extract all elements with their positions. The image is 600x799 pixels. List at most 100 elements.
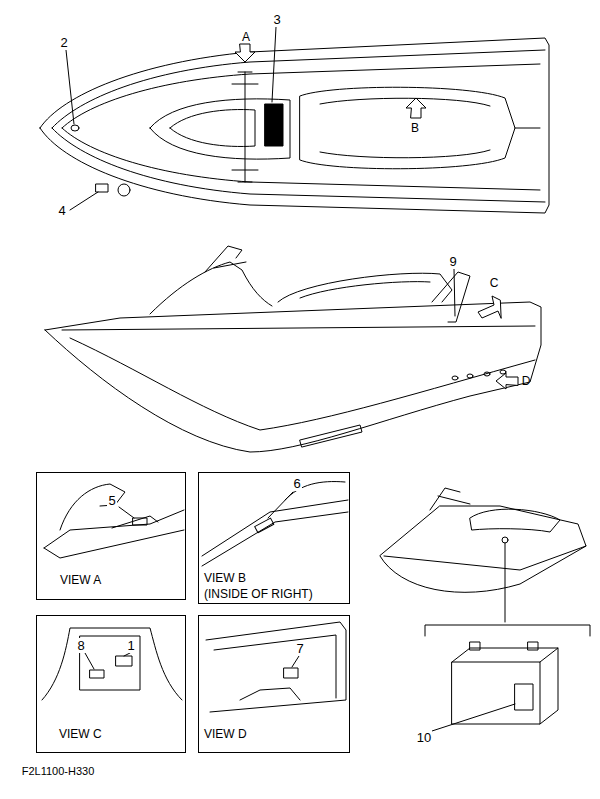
top-view-stroke (320, 98, 490, 158)
view-panel: VIEW A (36, 472, 186, 600)
perspective-view-stroke (380, 506, 586, 592)
top-view-stroke (150, 99, 290, 159)
view-c-sketch-stroke (90, 670, 104, 678)
top-view-stroke (70, 192, 98, 210)
view-arrow-letter: C (489, 276, 500, 291)
perspective-view-stroke (470, 509, 560, 532)
callout-number: 10 (416, 730, 432, 745)
view-title: VIEW C (58, 727, 103, 741)
side-view-stroke (467, 374, 473, 378)
view-a-sketch-stroke (44, 510, 184, 548)
side-view-stroke (214, 262, 246, 268)
view-a-sketch-stroke (112, 516, 158, 528)
top-view-stroke (238, 72, 252, 182)
view-c-sketch-stroke (85, 653, 94, 669)
callout-number: 9 (448, 254, 457, 269)
side-view-stroke (496, 373, 518, 389)
view-d-sketch-stroke (292, 656, 299, 667)
callout-number: 3 (272, 12, 281, 27)
battery-symbol-stroke (528, 642, 538, 650)
perspective-view-stroke (502, 537, 508, 543)
view-b-sketch-stroke (202, 500, 348, 556)
top-view-stroke (232, 84, 258, 170)
top-view-stroke (118, 184, 130, 196)
callout-number: 2 (59, 35, 68, 50)
view-c-sketch-stroke (116, 656, 132, 666)
side-view-stroke (300, 282, 430, 298)
battery-symbol-stroke (452, 648, 558, 662)
view-a-sketch-stroke (44, 530, 184, 558)
view-d-sketch-stroke (284, 668, 298, 678)
callout-number: 8 (76, 638, 85, 653)
view-title: (INSIDE OF RIGHT) (203, 587, 314, 601)
battery-symbol-stroke (470, 642, 480, 650)
side-view-stroke (452, 376, 458, 380)
battery-symbol-stroke (452, 662, 540, 724)
top-view-stroke (62, 128, 540, 190)
side-view (45, 246, 541, 452)
top-view-stroke (265, 104, 283, 146)
top-view-stroke (406, 98, 426, 118)
battery-symbol (432, 642, 558, 731)
callout-number: 1 (126, 638, 135, 653)
view-a-sketch-stroke (133, 518, 147, 525)
side-view-stroke (70, 338, 535, 430)
top-view-stroke (300, 87, 515, 169)
view-arrow-letter: B (410, 121, 420, 136)
view-b-sketch-stroke (268, 492, 293, 518)
view-c-sketch (42, 628, 182, 700)
perspective-view-stroke (384, 546, 586, 570)
perspective-view-stroke (505, 543, 506, 622)
view-title: VIEW A (59, 573, 102, 587)
side-view-stroke (300, 425, 362, 447)
view-b-sketch-stroke (255, 518, 274, 533)
battery-symbol-stroke (515, 684, 533, 710)
top-view (40, 27, 549, 213)
view-a-sketch-stroke (119, 507, 134, 518)
perspective-view (380, 488, 590, 636)
callout-number: 4 (57, 203, 66, 218)
side-view-stroke (45, 302, 541, 452)
view-c-sketch-stroke (42, 628, 182, 700)
top-view-stroke (96, 184, 108, 192)
view-d-sketch-stroke (206, 622, 346, 712)
perspective-view-stroke (430, 488, 470, 510)
top-view-stroke (272, 27, 276, 102)
top-view-stroke (170, 110, 255, 147)
view-b-sketch (202, 482, 348, 566)
side-view-stroke (484, 372, 490, 376)
top-view-stroke (52, 50, 545, 128)
battery-symbol-stroke (432, 704, 515, 731)
side-view-stroke (454, 269, 455, 316)
callout-number: 7 (295, 641, 304, 656)
callout-number: 5 (107, 493, 116, 508)
top-view-stroke (40, 38, 549, 213)
view-title: VIEW D (203, 727, 248, 741)
top-view-stroke (245, 72, 246, 182)
view-b-sketch-stroke (202, 512, 348, 566)
view-a-sketch-stroke (60, 484, 125, 530)
perspective-view-stroke (425, 625, 590, 636)
battery-symbol-stroke (540, 648, 558, 724)
view-c-sketch-stroke (80, 636, 140, 690)
top-view-stroke (235, 44, 255, 62)
view-c-sketch-stroke (124, 653, 130, 656)
side-view-stroke (62, 326, 535, 330)
side-view-stroke (478, 296, 501, 318)
view-d-sketch-stroke (240, 688, 300, 700)
view-arrow-letter: D (521, 374, 532, 389)
side-view-stroke (205, 246, 242, 272)
view-panel: VIEW C (36, 615, 186, 753)
figure-code: F2L1100-H330 (21, 765, 96, 778)
view-d-sketch (206, 622, 346, 712)
view-panel: VIEW B(INSIDE OF RIGHT) (198, 472, 350, 604)
side-view-stroke (278, 273, 452, 302)
top-view-stroke (66, 50, 74, 124)
top-view-stroke (515, 128, 540, 129)
side-view-stroke (150, 262, 272, 314)
callout-number: 6 (292, 476, 301, 491)
side-view-stroke (432, 272, 470, 322)
top-view-stroke (71, 125, 79, 131)
